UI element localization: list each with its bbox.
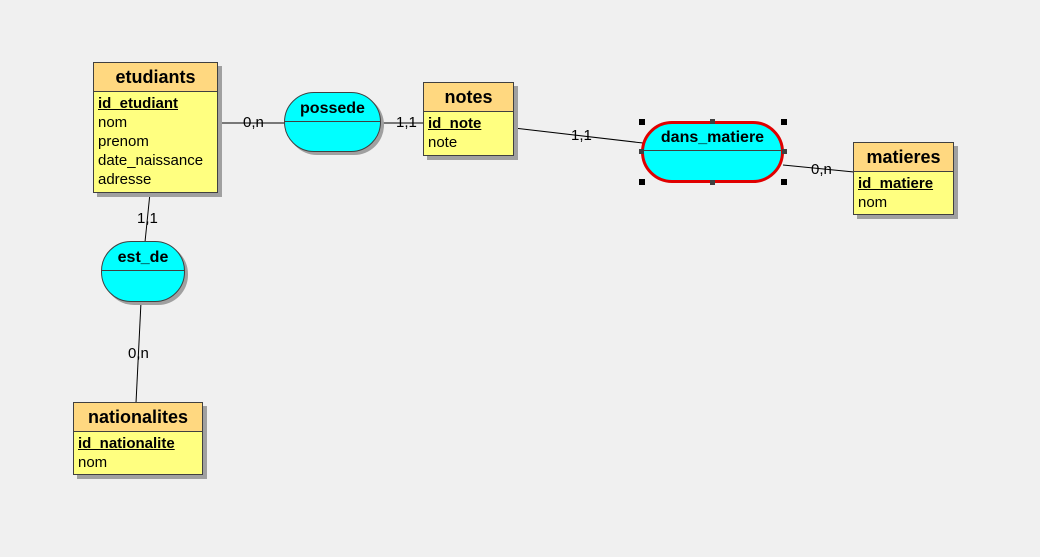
resize-handle-right[interactable] <box>782 149 787 154</box>
attribute: nom <box>858 194 888 211</box>
entity-nationalites[interactable]: nationalites id_nationalite nom <box>73 402 203 475</box>
attribute: date_naissance <box>98 152 204 169</box>
resize-handle-left[interactable] <box>639 149 644 154</box>
entity-etudiants[interactable]: etudiants id_etudiant nom prenom date_na… <box>93 62 218 193</box>
entity-notes[interactable]: notes id_note note <box>423 82 514 156</box>
resize-handle-bottom[interactable] <box>710 180 715 185</box>
association-title: est_de <box>102 242 184 271</box>
entity-title: notes <box>424 83 513 112</box>
association-dans-matiere[interactable]: dans_matiere <box>641 121 784 183</box>
association-possede[interactable]: possede <box>284 92 381 152</box>
attribute: nom <box>78 454 108 471</box>
attribute: note <box>428 134 458 151</box>
entity-matieres[interactable]: matieres id_matiere nom <box>853 142 954 215</box>
attribute: adresse <box>98 171 152 188</box>
resize-handle-top[interactable] <box>710 119 715 124</box>
resize-handle-bottom-right[interactable] <box>781 179 787 185</box>
association-title: dans_matiere <box>644 124 781 151</box>
entity-attributes: id_note note <box>424 112 513 154</box>
association-est-de[interactable]: est_de <box>101 241 185 302</box>
entity-title: nationalites <box>74 403 202 432</box>
resize-handle-top-left[interactable] <box>639 119 645 125</box>
resize-handle-bottom-left[interactable] <box>639 179 645 185</box>
attribute: nom <box>98 114 128 131</box>
entity-attributes: id_matiere nom <box>854 172 953 214</box>
cardinality-etudiants-possede[interactable]: 0,n <box>243 114 264 131</box>
attribute-key: id_etudiant <box>98 95 179 112</box>
resize-handle-top-right[interactable] <box>781 119 787 125</box>
cardinality-notes-dans-matiere[interactable]: 1,1 <box>571 127 592 144</box>
attribute-key: id_nationalite <box>78 435 175 452</box>
attribute-key: id_note <box>428 115 482 132</box>
attribute: prenom <box>98 133 149 150</box>
entity-attributes: id_etudiant nom prenom date_naissance ad… <box>94 92 217 191</box>
cardinality-matieres-dans-matiere[interactable]: 0,n <box>811 161 832 178</box>
entity-attributes: id_nationalite nom <box>74 432 202 474</box>
cardinality-etudiants-est-de[interactable]: 1,1 <box>137 210 158 227</box>
cardinality-notes-possede[interactable]: 1,1 <box>396 114 417 131</box>
attribute-key: id_matiere <box>858 175 934 192</box>
entity-title: etudiants <box>94 63 217 92</box>
entity-title: matieres <box>854 143 953 172</box>
cardinality-nationalites-est-de[interactable]: 0,n <box>128 345 149 362</box>
association-title: possede <box>285 93 380 122</box>
